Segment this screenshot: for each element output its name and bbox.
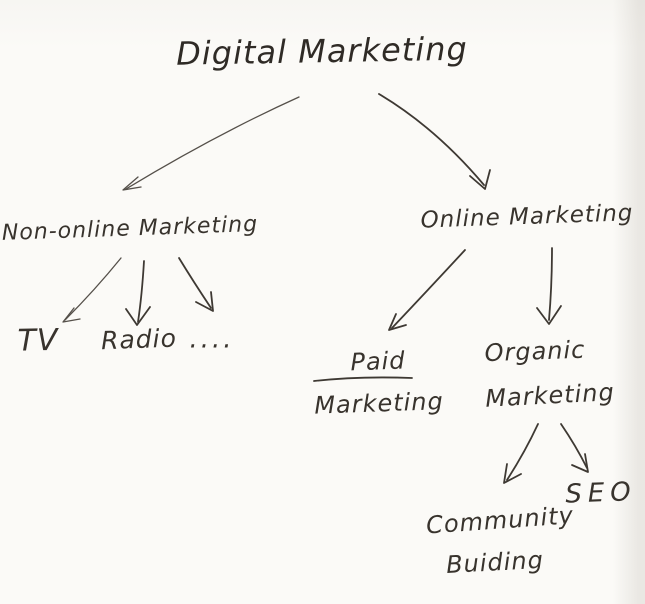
edge-organic-to-seo-arrowhead xyxy=(571,453,589,473)
node-organic-marketing-line1: Organic xyxy=(484,335,586,368)
node-community-building-line2: Buiding xyxy=(445,545,545,579)
edge-organic-to-seo xyxy=(560,423,588,469)
edge-root-to-online-arrowhead xyxy=(469,169,491,190)
edge-online-to-organic-arrowhead xyxy=(536,305,562,325)
node-digital-marketing: Digital Marketing xyxy=(175,29,469,73)
edge-non-online-to-others xyxy=(178,257,212,309)
edge-non-online-to-others-arrowhead xyxy=(195,291,214,312)
edge-online-to-paid xyxy=(391,249,466,329)
edge-non-online-to-radio-arrowhead xyxy=(125,306,151,326)
edge-organic-to-community-arrowhead xyxy=(503,463,522,484)
paid-underline xyxy=(313,376,413,382)
node-paid-marketing-line1: Paid xyxy=(349,346,406,377)
edge-organic-to-community xyxy=(506,423,539,481)
node-tv: TV xyxy=(17,322,59,359)
edge-online-to-organic xyxy=(548,247,553,321)
node-radio: Radio xyxy=(100,323,178,356)
edge-non-online-to-tv xyxy=(64,257,122,321)
edge-non-online-to-tv-arrowhead xyxy=(62,307,81,323)
node-seo: SEO xyxy=(564,477,638,510)
node-paid-marketing-line2: Marketing xyxy=(313,387,445,420)
edge-online-to-paid-arrowhead xyxy=(388,313,407,331)
edge-root-to-non-online-arrowhead xyxy=(122,176,142,191)
edge-root-to-non-online xyxy=(125,96,300,190)
edge-root-to-online xyxy=(378,93,485,186)
edge-non-online-to-radio xyxy=(137,260,145,323)
node-ellipsis: .... xyxy=(189,324,235,355)
